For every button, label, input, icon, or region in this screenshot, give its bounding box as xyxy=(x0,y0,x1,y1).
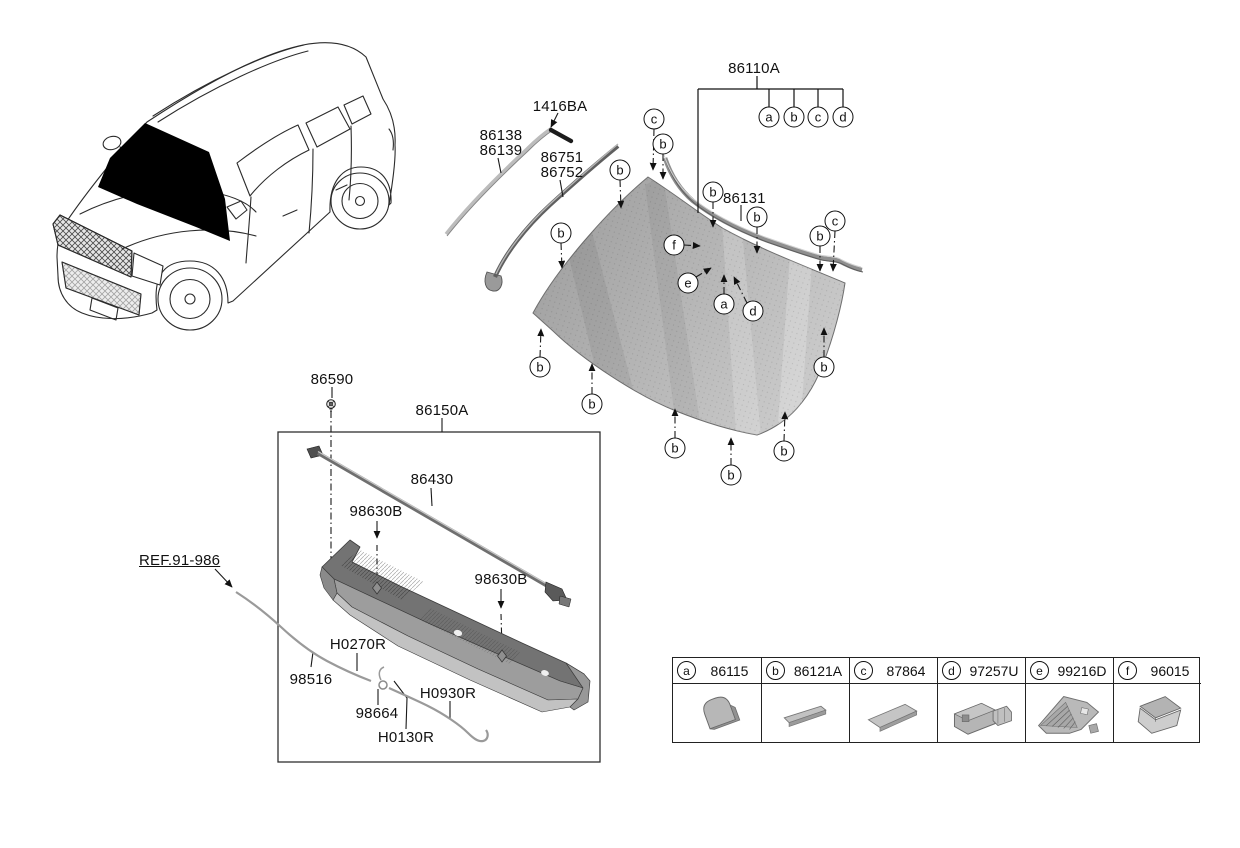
legend-letter-c: c xyxy=(854,661,873,680)
callout-d[interactable]: d xyxy=(742,300,764,322)
legend-cell-a[interactable]: a 86115 xyxy=(673,658,761,742)
callout-b[interactable]: b xyxy=(609,159,631,181)
callout-d[interactable]: d xyxy=(832,106,854,128)
label-86150a[interactable]: 86150A xyxy=(415,402,469,419)
cowl-detail-box xyxy=(277,431,601,763)
label-ref-91-986[interactable]: REF.91-986 xyxy=(139,552,221,569)
legend-part-number: 87864 xyxy=(886,662,926,679)
parts-legend: a 86115 b 86121A c 87864 xyxy=(672,657,1201,743)
callout-b[interactable]: b xyxy=(783,106,805,128)
label-86590[interactable]: 86590 xyxy=(310,371,354,388)
callout-b[interactable]: b xyxy=(529,356,551,378)
part-thumbnail-86115 xyxy=(673,684,761,742)
washer-hose xyxy=(235,591,489,743)
label-h0930r[interactable]: H0930R xyxy=(419,685,477,702)
moulding-86131 xyxy=(662,154,864,273)
legend-cell-b[interactable]: b 86121A xyxy=(761,658,849,742)
legend-cell-d[interactable]: d 97257U xyxy=(937,658,1025,742)
label-86430[interactable]: 86430 xyxy=(410,471,454,488)
callout-c[interactable]: c xyxy=(643,108,665,130)
callout-e[interactable]: e xyxy=(677,272,699,294)
side-mirror xyxy=(102,135,122,151)
callout-c[interactable]: c xyxy=(824,210,846,232)
label-h0130r[interactable]: H0130R xyxy=(377,729,435,746)
part-thumbnail-87864 xyxy=(850,684,937,742)
callout-b[interactable]: b xyxy=(746,206,768,228)
screw-86590-icon xyxy=(326,399,336,412)
legend-letter-b: b xyxy=(766,661,785,680)
callout-b[interactable]: b xyxy=(773,440,795,462)
clip-1416ba-mark xyxy=(548,127,574,144)
callout-b[interactable]: b xyxy=(550,222,572,244)
label-1416ba[interactable]: 1416BA xyxy=(532,98,588,115)
callout-f[interactable]: f xyxy=(663,234,685,256)
legend-letter-a: a xyxy=(677,661,696,680)
hood-weatherstrip-86430 xyxy=(306,445,572,608)
legend-part-number: 86115 xyxy=(710,662,749,679)
callout-b[interactable]: b xyxy=(652,133,674,155)
part-thumbnail-86121a xyxy=(762,684,849,742)
legend-letter-f: f xyxy=(1118,661,1137,680)
callout-b[interactable]: b xyxy=(702,181,724,203)
headlight xyxy=(131,252,164,286)
roof-rails xyxy=(152,44,309,123)
legend-part-number: 97257U xyxy=(969,662,1019,679)
label-98516[interactable]: 98516 xyxy=(289,671,333,688)
strip-86138 xyxy=(444,126,554,237)
legend-cell-e[interactable]: e 99216D xyxy=(1025,658,1113,742)
moulding-86751 xyxy=(484,143,620,292)
bracket-86110a xyxy=(697,76,844,213)
part-thumbnail-97257u xyxy=(938,684,1025,742)
label-98630b-1[interactable]: 98630B xyxy=(349,503,403,520)
label-h0270r[interactable]: H0270R xyxy=(329,636,387,653)
label-98630b-2[interactable]: 98630B xyxy=(474,571,528,588)
label-98664[interactable]: 98664 xyxy=(355,705,399,722)
car-illustration xyxy=(52,42,396,331)
callout-a[interactable]: a xyxy=(758,106,780,128)
callout-a[interactable]: a xyxy=(713,293,735,315)
callout-b[interactable]: b xyxy=(664,437,686,459)
blacked-windshield xyxy=(98,123,230,241)
legend-part-number: 86121A xyxy=(793,662,843,679)
legend-letter-e: e xyxy=(1030,661,1049,680)
label-86751-86752[interactable]: 86751 86752 xyxy=(540,149,584,181)
callout-b[interactable]: b xyxy=(581,393,603,415)
part-thumbnail-96015 xyxy=(1114,684,1201,742)
label-86131[interactable]: 86131 xyxy=(723,190,766,207)
rear-wheel xyxy=(330,172,390,230)
legend-cell-f[interactable]: f 96015 xyxy=(1113,658,1201,742)
legend-letter-d: d xyxy=(942,661,961,680)
legend-part-number: 99216D xyxy=(1057,662,1107,679)
part-thumbnail-99216d xyxy=(1026,684,1113,742)
callout-b[interactable]: b xyxy=(813,356,835,378)
cowl-panel xyxy=(319,539,591,713)
callout-b[interactable]: b xyxy=(720,464,742,486)
legend-part-number: 96015 xyxy=(1150,662,1190,679)
cowl-clips-98630b xyxy=(372,581,507,663)
callout-b[interactable]: b xyxy=(809,225,831,247)
legend-cell-c[interactable]: c 87864 xyxy=(849,658,937,742)
label-86110a[interactable]: 86110A xyxy=(728,60,780,77)
front-wheel xyxy=(157,267,223,331)
label-86138-86139[interactable]: 86138 86139 xyxy=(479,127,523,159)
callout-c[interactable]: c xyxy=(807,106,829,128)
windshield-glass xyxy=(532,176,846,436)
